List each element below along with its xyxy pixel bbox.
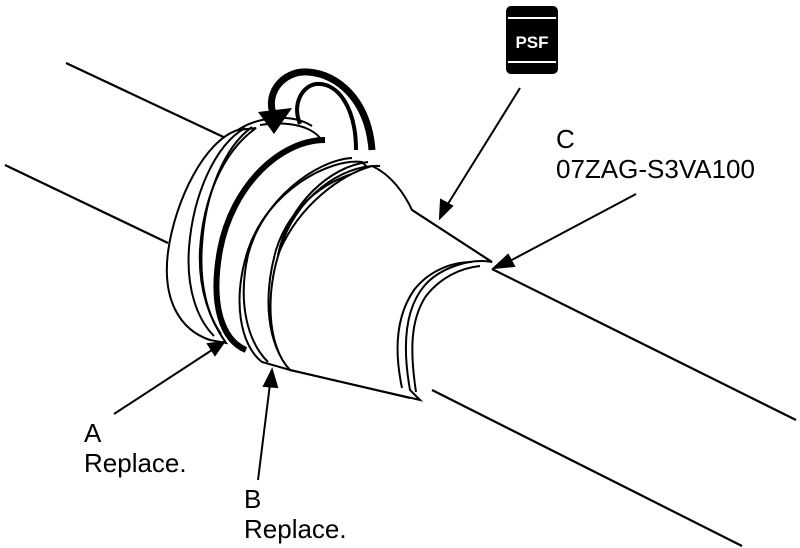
right-shaft [431, 268, 797, 547]
callout-b-letter: B [244, 484, 262, 514]
callout-b-note: Replace. [244, 514, 347, 544]
psf-leader-arrowhead [438, 198, 454, 221]
rotation-arrows [258, 68, 376, 151]
a-leader-arrowhead [206, 340, 227, 357]
b-leader-arrowhead [262, 367, 279, 389]
leader-lines [113, 87, 637, 481]
callout-c-part-number: 07ZAG-S3VA100 [556, 154, 755, 184]
callout-c: C 07ZAG-S3VA100 [556, 124, 755, 184]
callout-a: A Replace. [84, 418, 187, 478]
psf-leader-line [445, 87, 521, 208]
callout-a-letter: A [84, 418, 102, 448]
callout-a-note: Replace. [84, 448, 187, 478]
a-leader-line [113, 349, 213, 415]
psf-icon: PSF [506, 6, 558, 74]
seal-driver-c [269, 164, 493, 402]
seal-a-ring [213, 137, 326, 353]
callout-c-letter: C [556, 124, 575, 154]
callout-b: B Replace. [244, 484, 347, 544]
c-leader-line [507, 193, 637, 263]
housing-flange [165, 116, 321, 345]
psf-label: PSF [515, 33, 548, 52]
left-shaft [4, 62, 233, 244]
c-leader-arrowhead [491, 253, 516, 270]
b-leader-line [257, 383, 271, 481]
